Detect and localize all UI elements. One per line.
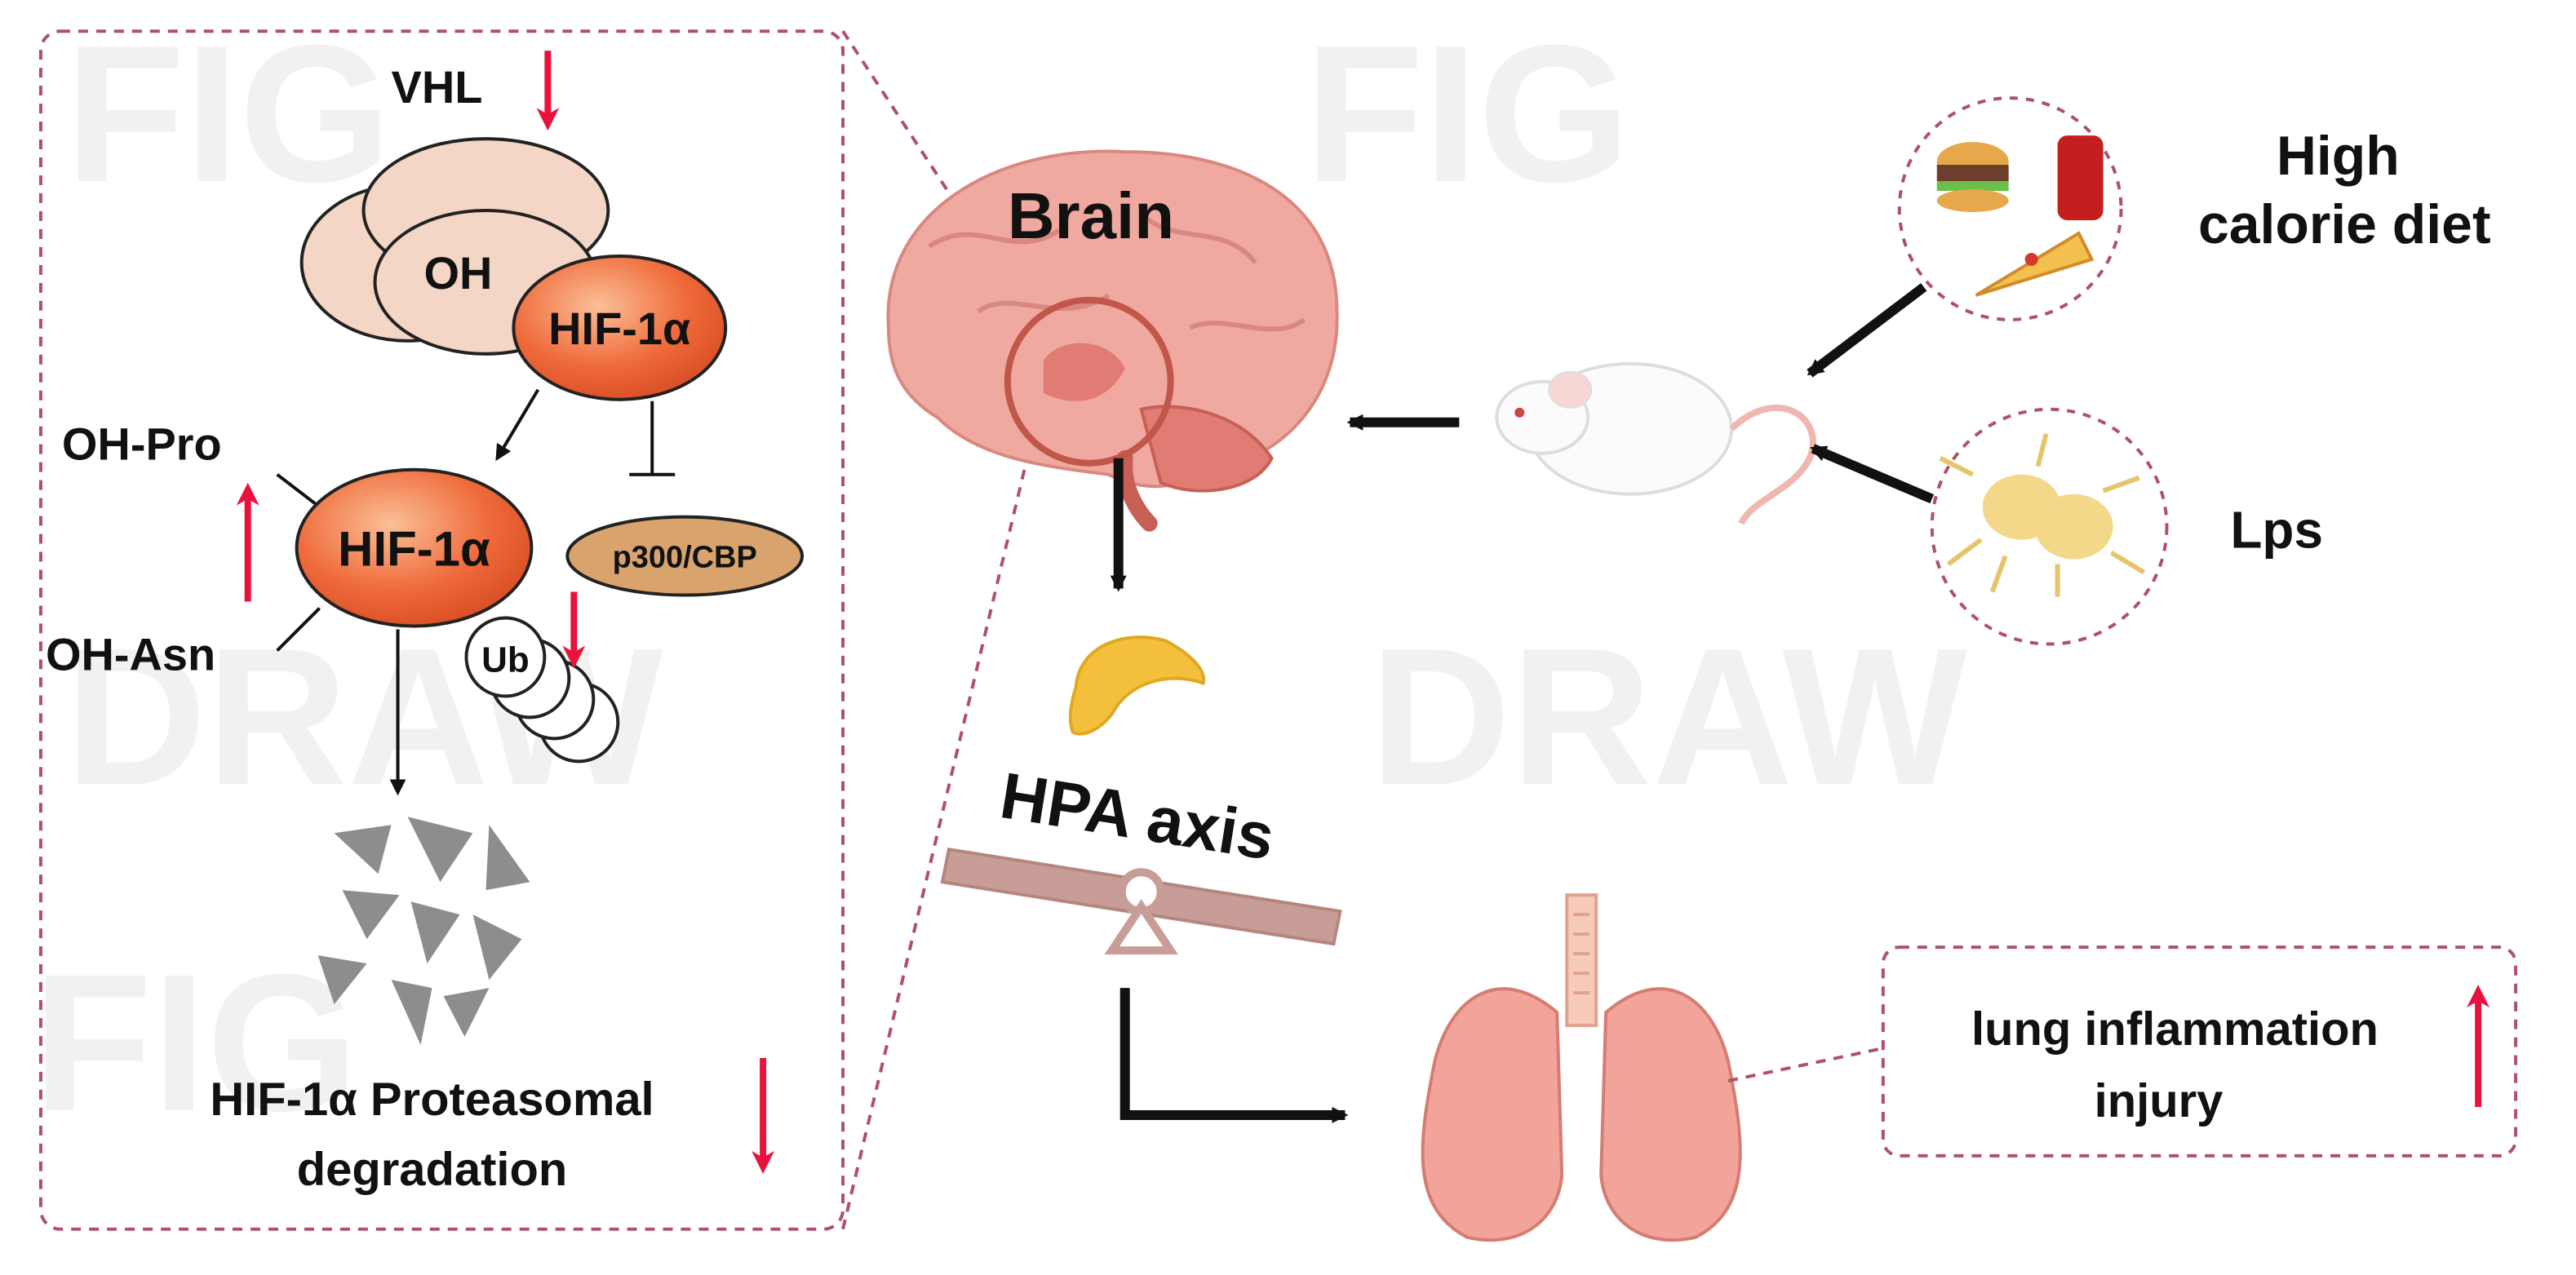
- p300-label: p300/CBP: [613, 541, 757, 575]
- diet-label-line2: calorie diet: [2198, 194, 2491, 255]
- lung-icon: [1421, 893, 1742, 1242]
- ubiquitin-stack: Ub: [464, 616, 620, 764]
- degradation-line1: HIF-1α Proteasomal: [210, 1074, 654, 1126]
- mechanism-panel: [38, 29, 845, 1231]
- arrow: [1810, 444, 1935, 504]
- oh-asn-label: OH-Asn: [46, 628, 215, 680]
- oh-label: OH: [424, 247, 493, 299]
- mouse-icon: [1495, 361, 1816, 525]
- vhl-complex: OH: [299, 137, 610, 356]
- hpa-label: HPA axis: [995, 759, 1279, 874]
- adrenal-icon: [1068, 635, 1206, 736]
- oh-pro-label: OH-Pro: [62, 418, 222, 470]
- zoom-line: [1727, 1047, 1884, 1082]
- hif-ellipse-top: [512, 254, 728, 401]
- diet-label-line1: High: [2277, 126, 2400, 187]
- arrow: [495, 388, 540, 462]
- vhl-label: VHL: [392, 61, 483, 113]
- hif-label-mid: HIF-1α: [338, 522, 490, 577]
- injury-line2: injury: [2095, 1075, 2224, 1127]
- arrow: [1120, 988, 1349, 1123]
- zoom-line: [841, 458, 1029, 1230]
- injury-line1: lung inflammation: [1971, 1003, 2379, 1056]
- watermark-text: FIG: [1304, 4, 1630, 223]
- arrow: [1807, 283, 1927, 378]
- brain-label: Brain: [1008, 179, 1174, 252]
- hif-ellipse-mid: [295, 467, 534, 628]
- lps-label: Lps: [2230, 501, 2323, 560]
- brain-icon: [886, 149, 1339, 532]
- bond-line: [276, 607, 321, 652]
- p300-ellipse: [565, 515, 805, 597]
- ub-label: Ub: [481, 640, 530, 680]
- hif-label-top: HIF-1α: [548, 303, 690, 354]
- watermark-text: FIG: [65, 4, 392, 223]
- bacteria-icon: [1939, 433, 2146, 597]
- food-icon: [1936, 135, 2104, 297]
- watermark-text: FIG: [33, 933, 359, 1152]
- seesaw-icon: [940, 847, 1342, 955]
- watermark-text: DRAW: [1369, 607, 1967, 826]
- injury-box: [1881, 945, 2518, 1158]
- degradation-line2: degradation: [297, 1144, 568, 1196]
